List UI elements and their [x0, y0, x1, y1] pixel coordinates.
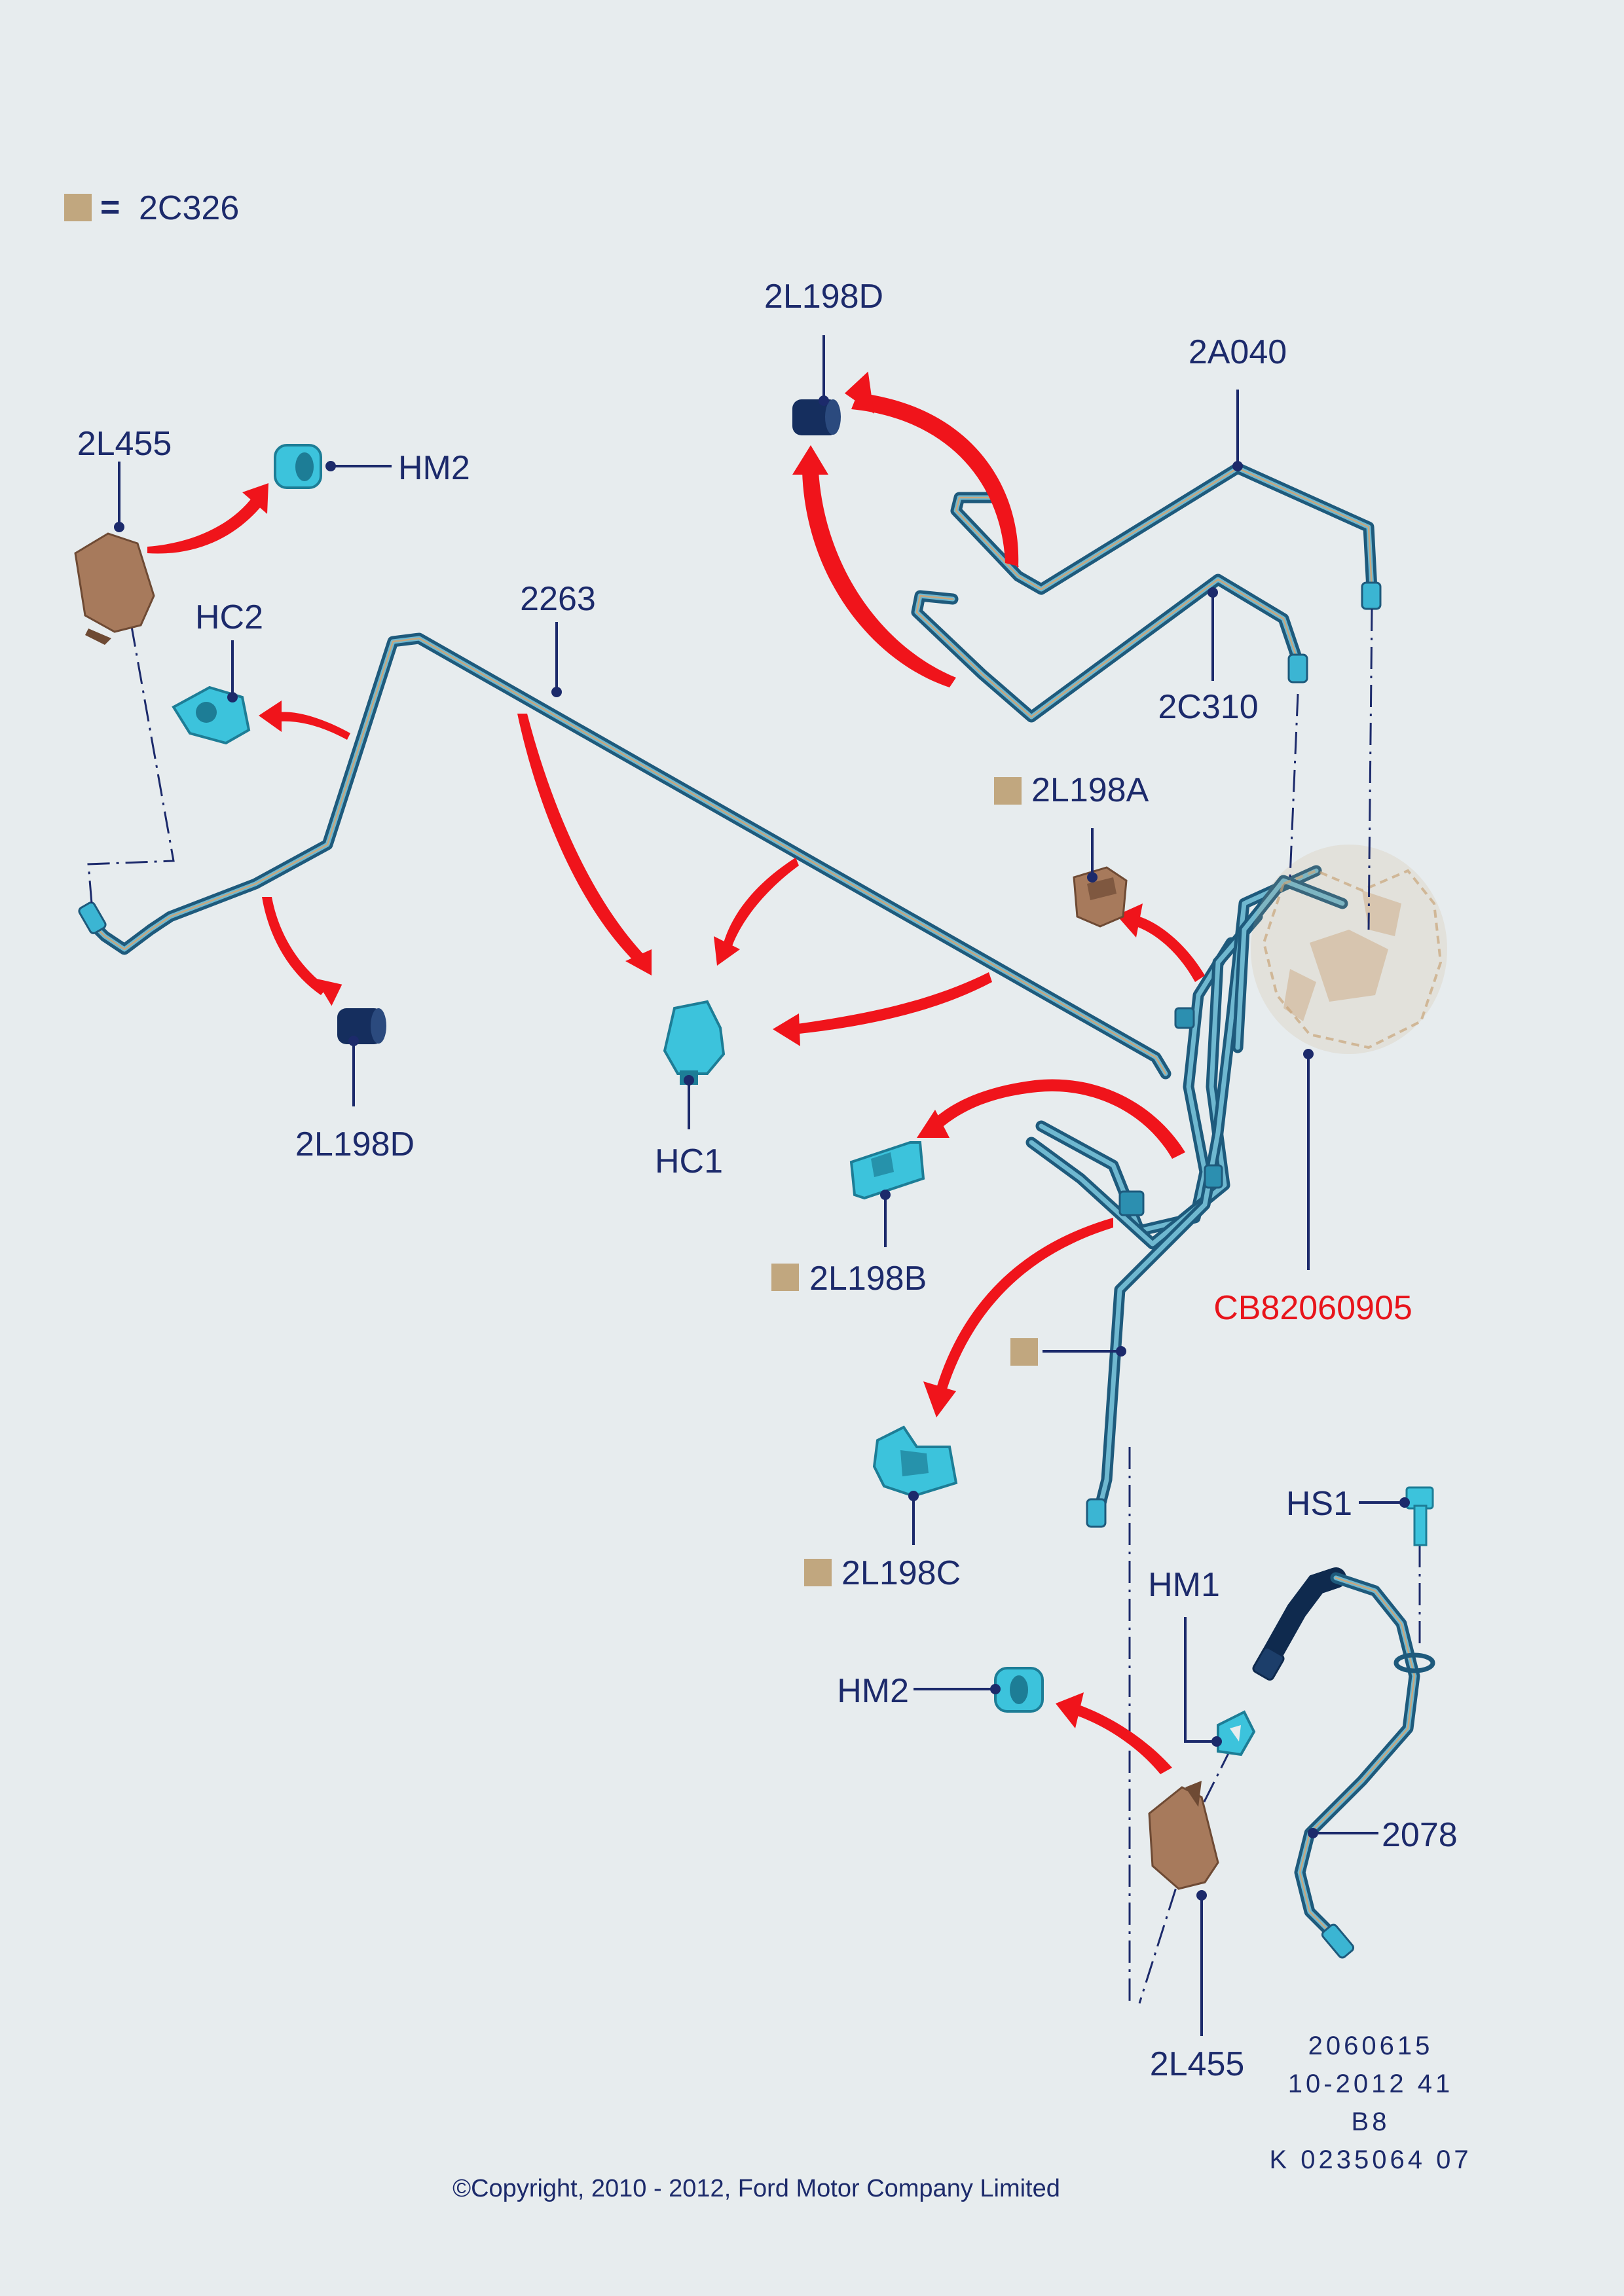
callout-HS1: HS1: [1286, 1485, 1410, 1523]
label-2A040: 2A040: [1189, 333, 1287, 371]
arrow-to-HM2-left: [147, 498, 262, 554]
bolt-HS1: [1405, 1486, 1434, 1546]
hose-2078: [1252, 1567, 1435, 1959]
mount-HM2-bottom: [994, 1667, 1044, 1713]
label-2078: 2078: [1382, 1816, 1458, 1854]
legend-equals: =: [100, 189, 120, 227]
callout-HM2-left: HM2: [325, 449, 470, 487]
pipe-bundle-abs: [1025, 865, 1348, 1528]
callout-CB82060905: CB82060905: [1213, 1049, 1412, 1327]
arrow-to-HC1-a: [517, 714, 645, 962]
arrow-to-2L198A: [1134, 917, 1205, 982]
mount-HM2-left: [274, 444, 322, 489]
callout-2263: 2263: [520, 580, 596, 697]
callout-HC2: HC2: [195, 598, 263, 702]
arrow-to-HC1-c: [792, 972, 992, 1034]
swatch-2L198C: [804, 1559, 832, 1586]
arrow-to-2L198D-top: [851, 393, 1018, 566]
callout-HM2-bottom: HM2: [837, 1672, 1001, 1710]
arrow-to-2L198D-top-b: [802, 471, 956, 687]
callout-2L198B: 2L198B: [771, 1190, 927, 1298]
callout-2L198A: 2L198A: [994, 771, 1149, 883]
arrow-to-HM2-bottom: [1076, 1705, 1172, 1774]
components: [74, 399, 1434, 1890]
bracket-2L455-bottom: [1148, 1781, 1219, 1890]
callouts: 2L198D 2A040 2L455 HM2 2263 HC2: [77, 278, 1458, 2083]
label-2L198A: 2L198A: [1031, 771, 1149, 809]
callout-2L455-bottom: 2L455: [1150, 1890, 1245, 2083]
label-HS1: HS1: [1286, 1485, 1352, 1523]
arrow-to-2L198B: [930, 1079, 1185, 1159]
brake-lines: [78, 462, 1447, 1959]
label-CB82060905: CB82060905: [1213, 1289, 1412, 1327]
grommet-2L198D-left: [337, 1008, 386, 1044]
clip-HC1: [663, 1000, 726, 1085]
callout-HM1: HM1: [1148, 1566, 1222, 1747]
clip-HM1: [1217, 1710, 1256, 1757]
label-HC2: HC2: [195, 598, 263, 636]
label-2L198D-left: 2L198D: [295, 1125, 415, 1163]
label-2L198D-top: 2L198D: [764, 278, 883, 316]
grommet-2L198D-top: [792, 399, 841, 435]
label-HM1: HM1: [1148, 1566, 1220, 1604]
label-2L198C: 2L198C: [841, 1554, 961, 1592]
ref-line-1: 2060615: [1308, 2032, 1433, 2060]
pipe-2C310: [911, 574, 1308, 723]
label-2L455-bottom: 2L455: [1150, 2045, 1245, 2083]
label-2C310: 2C310: [1158, 688, 1258, 726]
swatch-2C326: [1010, 1338, 1038, 1366]
hose-bracket-ring: [1393, 1652, 1435, 1673]
swatch-2L198B: [771, 1264, 799, 1291]
legend-swatch: [64, 194, 92, 221]
arrow-to-HC2: [278, 712, 350, 740]
callout-2078: 2078: [1308, 1816, 1458, 1854]
reference-block: 2060615 10-2012 41 B8 K 0235064 07: [1269, 2032, 1471, 2174]
bracket-2L455-left: [74, 532, 155, 645]
label-2L455-left: 2L455: [77, 425, 172, 463]
arrow-to-2L198D-left: [262, 897, 327, 995]
callout-2L455-left: 2L455: [77, 425, 172, 532]
pipe-2A040: [950, 462, 1382, 610]
clip-2L198C: [872, 1425, 958, 1498]
copyright-notice: ©Copyright, 2010 - 2012, Ford Motor Comp…: [452, 2175, 1060, 2202]
label-HM2-left: HM2: [398, 449, 470, 487]
clip-2L198A: [1073, 866, 1128, 928]
swatch-2L198A: [994, 777, 1022, 805]
ref-line-2: 10-2012 41: [1288, 2069, 1453, 2098]
callout-2A040: 2A040: [1189, 333, 1287, 471]
callout-2L198D-left: 2L198D: [295, 1036, 415, 1163]
exploded-view-arrows: [147, 371, 1205, 1774]
clip-HC2: [172, 685, 251, 745]
clip-2L198B: [849, 1141, 925, 1200]
legend: = 2C326: [64, 189, 239, 227]
label-2263: 2263: [520, 580, 596, 618]
abs-module-ghost: [1251, 845, 1447, 1054]
label-HM2-bottom: HM2: [837, 1672, 909, 1710]
label-HC1: HC1: [655, 1142, 723, 1180]
callout-HC1: HC1: [655, 1075, 723, 1180]
legend-code: 2C326: [139, 189, 239, 227]
arrow-to-HC1-b: [724, 858, 799, 946]
assembly-lines: [87, 549, 1421, 2004]
callout-2L198C: 2L198C: [804, 1491, 961, 1592]
callout-2C326-swatch: [1010, 1338, 1126, 1366]
pipe-2263: [78, 632, 1172, 1080]
ref-line-3: B8: [1352, 2107, 1390, 2136]
label-2L198B: 2L198B: [809, 1260, 927, 1298]
callout-2L198D-top: 2L198D: [764, 278, 883, 406]
ref-line-4: K 0235064 07: [1269, 2145, 1471, 2174]
callout-2C310: 2C310: [1158, 587, 1259, 726]
